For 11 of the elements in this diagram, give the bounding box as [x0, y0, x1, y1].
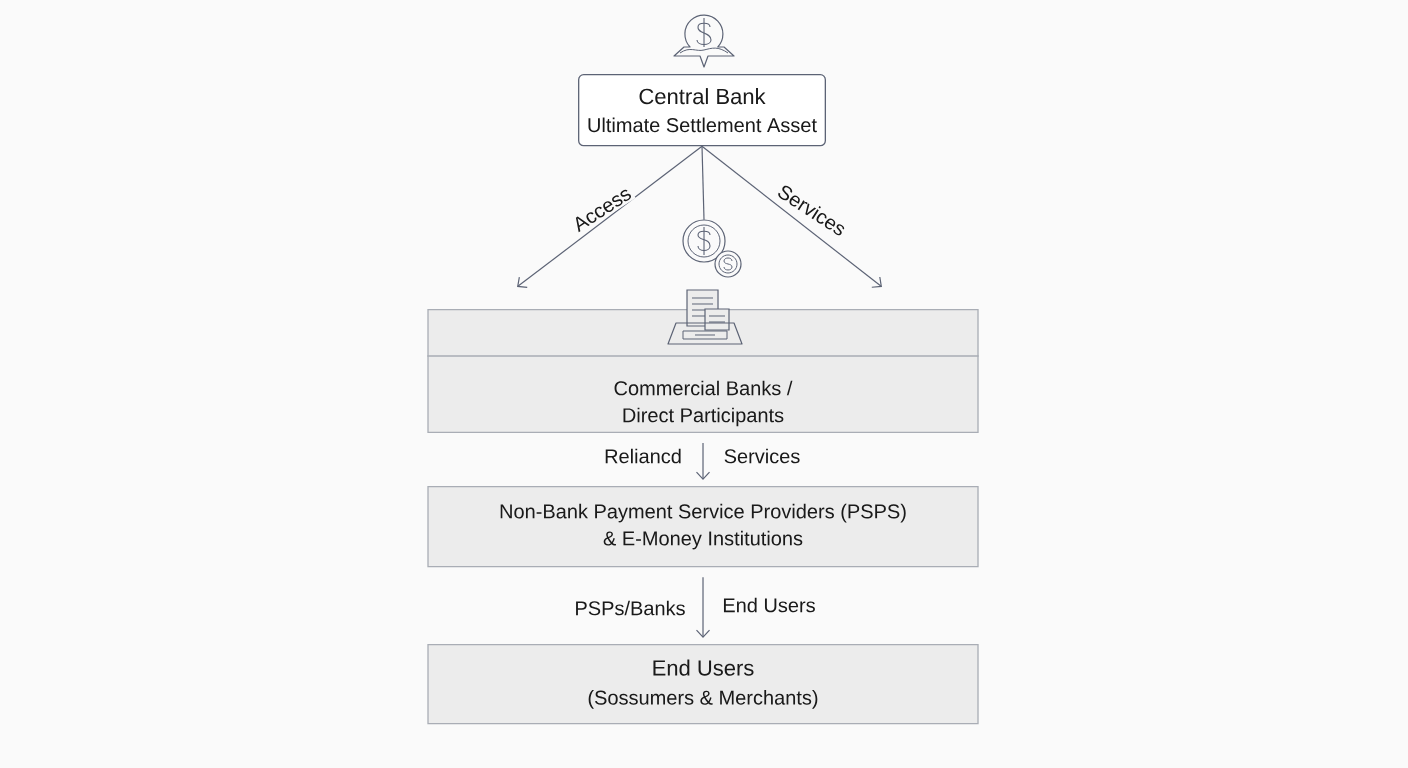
- tier-box: Non-Bank Payment Service Providers (PSPS) & E-Money Institutions: [427, 486, 979, 568]
- tier-band: Commercial Banks / Direct Participants: [426, 309, 980, 433]
- flow-label: End Users: [723, 597, 815, 613]
- coin-icon: [682, 219, 742, 278]
- bank-box: Central Bank Ultimate Settlement Asset: [578, 74, 826, 147]
- arrow: [695, 576, 711, 638]
- arrow: [517, 145, 703, 288]
- flow-label: Services: [724, 448, 800, 464]
- arrow: [695, 442, 711, 480]
- tier-box: End Users (Sossumers & Merchants): [427, 644, 979, 725]
- arrow: [701, 145, 882, 288]
